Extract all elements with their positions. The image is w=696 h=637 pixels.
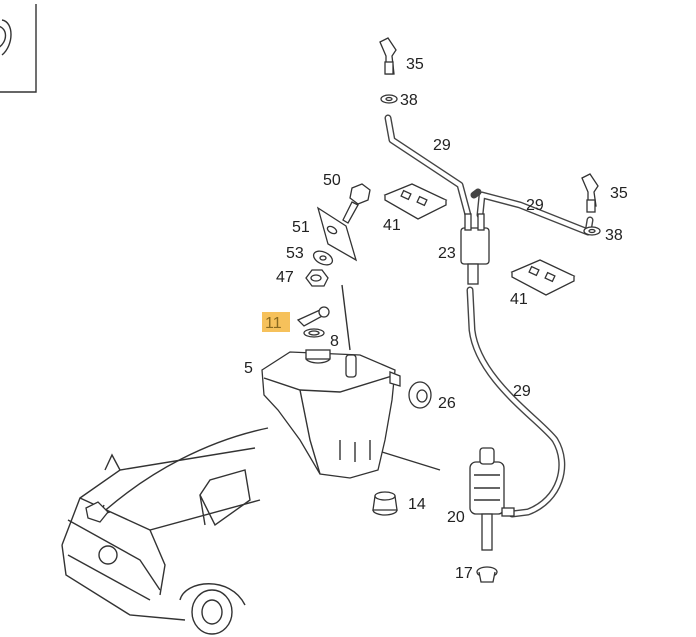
vehicle-outline — [61, 447, 261, 635]
label-5[interactable]: 5 — [244, 360, 253, 377]
nut-47 — [305, 269, 329, 287]
pump-20 — [469, 447, 515, 551]
grommet-26 — [408, 381, 432, 409]
label-41[interactable]: 41 — [383, 217, 401, 234]
label-11-highlighted[interactable]: 11 — [265, 315, 282, 332]
pad-41-lower — [510, 259, 576, 296]
label-17[interactable]: 17 — [455, 565, 473, 582]
label-26[interactable]: 26 — [438, 395, 456, 412]
part-labels: 35 38 29 29 35 38 50 41 51 53 47 23 41 1… — [244, 56, 628, 582]
label-38[interactable]: 38 — [605, 227, 623, 244]
highlight-part-11 — [262, 312, 290, 332]
label-20[interactable]: 20 — [447, 509, 465, 526]
inset-detail-box — [0, 4, 37, 93]
label-35[interactable]: 35 — [610, 185, 628, 202]
label-47[interactable]: 47 — [276, 269, 294, 286]
seal-8 — [303, 328, 325, 338]
label-51[interactable]: 51 — [292, 219, 310, 236]
nozzle-35-right — [581, 173, 601, 236]
label-8[interactable]: 8 — [330, 333, 339, 350]
plate-51 — [316, 206, 358, 262]
label-53[interactable]: 53 — [286, 245, 304, 262]
valve-23 — [460, 213, 490, 285]
washer-53 — [312, 250, 334, 266]
label-50[interactable]: 50 — [323, 172, 341, 189]
grommet-17 — [476, 566, 498, 583]
bolt-50 — [342, 183, 371, 224]
label-23[interactable]: 23 — [438, 245, 456, 262]
hose-29-lower — [466, 286, 566, 518]
reservoir-5 — [261, 349, 401, 479]
label-41[interactable]: 41 — [510, 291, 528, 308]
leader-line-vehicle — [99, 427, 269, 516]
label-29[interactable]: 29 — [526, 197, 544, 214]
clip-11 — [296, 306, 330, 327]
leader-arrow — [341, 284, 351, 351]
plug-14 — [372, 491, 398, 516]
label-35[interactable]: 35 — [406, 56, 424, 73]
label-38[interactable]: 38 — [400, 92, 418, 109]
label-29[interactable]: 29 — [513, 383, 531, 400]
leader-line-pump — [381, 451, 441, 471]
label-14[interactable]: 14 — [408, 496, 426, 513]
label-29[interactable]: 29 — [433, 137, 451, 154]
nozzle-35-left — [379, 37, 398, 104]
pad-41-upper — [383, 183, 448, 220]
hose-29-upper — [384, 114, 594, 236]
